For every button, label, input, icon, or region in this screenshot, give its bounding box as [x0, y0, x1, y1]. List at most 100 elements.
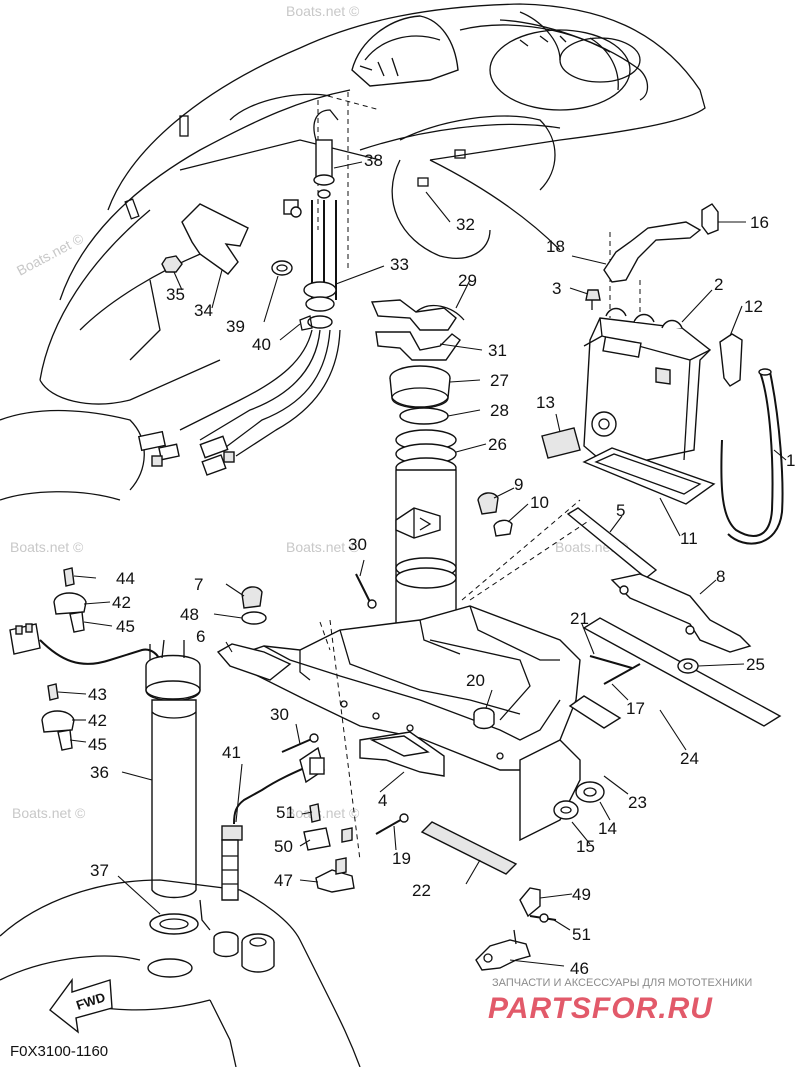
callout-30-lower: 30 — [270, 705, 289, 724]
strip-22 — [420, 821, 518, 875]
callout-24: 24 — [680, 749, 699, 768]
callout-16: 16 — [750, 213, 769, 232]
callout-13: 13 — [536, 393, 555, 412]
washer-48 — [241, 611, 267, 625]
bracket-assembly — [216, 492, 782, 875]
callout-6: 6 — [196, 627, 205, 646]
callout-40: 40 — [252, 335, 271, 354]
filler-assembly — [389, 365, 471, 652]
grommet-25 — [677, 658, 699, 674]
callout-36: 36 — [90, 763, 109, 782]
callout-12: 12 — [744, 297, 763, 316]
bracket-6 — [216, 643, 292, 681]
callout-31: 31 — [488, 341, 507, 360]
clip-49 — [519, 887, 541, 918]
ring-33 — [303, 281, 337, 299]
grommet-39 — [271, 260, 293, 276]
cap-nut-7 — [241, 586, 263, 609]
callout-51-left: 51 — [276, 803, 295, 822]
brand-logo: ЗАПЧАСТИ И АКСЕССУАРЫ ДЛЯ МОТОТЕХНИКИ PA… — [488, 977, 752, 1025]
pin-19 — [375, 817, 405, 835]
callout-30-upper: 30 — [348, 535, 367, 554]
callout-22: 22 — [412, 881, 431, 900]
watermark: Boats.net © — [286, 805, 360, 821]
callout-15: 15 — [576, 837, 595, 856]
clip-43 — [47, 683, 59, 701]
callout-labels: 1 2 3 4 5 6 7 8 9 10 11 12 13 14 15 16 1… — [88, 151, 795, 978]
callout-5: 5 — [616, 501, 625, 520]
clamp-31 — [375, 331, 461, 361]
callout-45-bottom: 45 — [88, 735, 107, 754]
clamp-37 — [149, 913, 199, 935]
watermark: Boats.net © — [12, 805, 86, 821]
callout-1: 1 — [786, 451, 795, 470]
arm-8 — [610, 573, 752, 653]
battery-group — [370, 203, 784, 545]
washer-10 — [493, 519, 513, 537]
callout-3: 3 — [552, 279, 561, 298]
battery-2 — [583, 317, 712, 469]
callout-47: 47 — [274, 871, 293, 890]
callout-19: 19 — [392, 849, 411, 868]
callout-33: 33 — [390, 255, 409, 274]
bracket-46 — [475, 939, 531, 971]
clip-51 — [309, 803, 321, 823]
strip-5 — [566, 507, 658, 579]
callout-8: 8 — [716, 567, 725, 586]
callout-34: 34 — [194, 301, 213, 320]
callout-39: 39 — [226, 317, 245, 336]
bolt-3 — [585, 289, 601, 301]
callout-45-top: 45 — [116, 617, 135, 636]
upper-left-parts — [137, 109, 341, 476]
watermark: Boats.net © — [286, 539, 360, 555]
callout-35: 35 — [166, 285, 185, 304]
callout-46: 46 — [570, 959, 589, 978]
callout-43: 43 — [88, 685, 107, 704]
callout-21: 21 — [570, 609, 589, 628]
plate-23 — [519, 739, 581, 842]
callout-20: 20 — [466, 671, 485, 690]
clamp-45-top — [69, 611, 85, 633]
fwd-arrow-icon — [49, 977, 113, 1034]
bracket-34 — [181, 203, 249, 275]
tray-11 — [582, 447, 716, 505]
callout-48: 48 — [180, 605, 199, 624]
logo-brand: PARTSFOR.RU — [488, 992, 713, 1025]
sender-38 — [315, 139, 333, 181]
pin-17 — [603, 663, 641, 685]
callout-25: 25 — [746, 655, 765, 674]
callout-49: 49 — [572, 885, 591, 904]
callout-26: 26 — [488, 435, 507, 454]
callout-17: 17 — [626, 699, 645, 718]
callout-4: 4 — [378, 791, 387, 810]
clamp-42-bottom — [41, 710, 75, 733]
vent-hose-1 — [720, 371, 774, 537]
logo-tagline: ЗАПЧАСТИ И АКСЕССУАРЫ ДЛЯ МОТОТЕХНИКИ — [492, 977, 752, 989]
grommet-15 — [553, 800, 579, 820]
callout-28: 28 — [490, 401, 509, 420]
callout-32: 32 — [456, 215, 475, 234]
gasket-28 — [399, 407, 449, 425]
clamp-42-top — [53, 592, 87, 615]
callout-10: 10 — [530, 493, 549, 512]
callout-42-bottom: 42 — [88, 711, 107, 730]
grommet-14 — [575, 781, 605, 803]
callout-9: 9 — [514, 475, 523, 494]
bracket-47 — [315, 869, 355, 893]
pump-36 — [151, 699, 197, 899]
callout-41: 41 — [222, 743, 241, 762]
clip-44 — [63, 567, 75, 587]
callout-18: 18 — [546, 237, 565, 256]
strap-18 — [603, 221, 702, 283]
nut-35 — [161, 255, 183, 273]
callout-27: 27 — [490, 371, 509, 390]
callout-37: 37 — [90, 861, 109, 880]
callout-11: 11 — [680, 529, 698, 548]
callout-51-right: 51 — [572, 925, 591, 944]
diagram-code: F0X3100-1160 — [10, 1043, 108, 1060]
plate-12 — [719, 333, 743, 387]
clamp-29 — [370, 299, 457, 331]
callout-38: 38 — [364, 151, 383, 170]
clamp-45-bottom — [57, 729, 73, 751]
